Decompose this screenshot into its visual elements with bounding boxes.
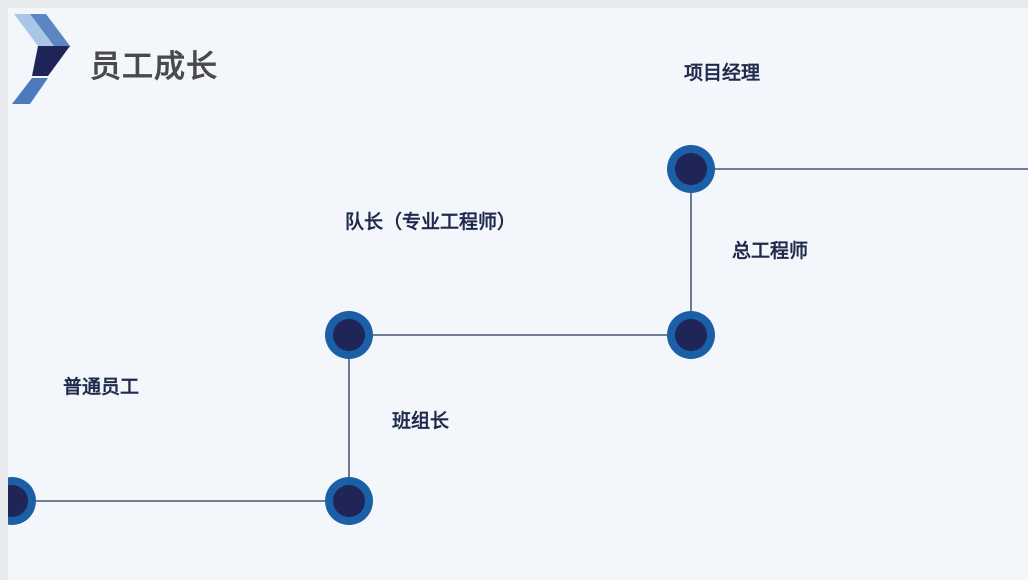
stage-label-chief-engineer: 总工程师 <box>732 240 809 262</box>
slide-title: 员工成长 <box>90 49 218 85</box>
node-staff <box>8 477 36 525</box>
node-project-manager <box>667 145 715 193</box>
node-chief-engineer <box>667 311 715 359</box>
node-teamlead <box>325 477 373 525</box>
step-nodes <box>8 145 715 525</box>
node-captain <box>325 311 373 359</box>
stage-label-team-lead: 班组长 <box>392 410 450 432</box>
stage-label-captain: 队长（专业工程师） <box>345 211 517 233</box>
stage-label-project-manager: 项目经理 <box>684 62 761 84</box>
slide: 员工成长 <box>8 8 1028 580</box>
connector-lines <box>12 168 1028 502</box>
career-path-diagram <box>8 145 1028 525</box>
stage-label-staff: 普通员工 <box>63 376 140 398</box>
chevron-logo-icon <box>12 14 70 104</box>
